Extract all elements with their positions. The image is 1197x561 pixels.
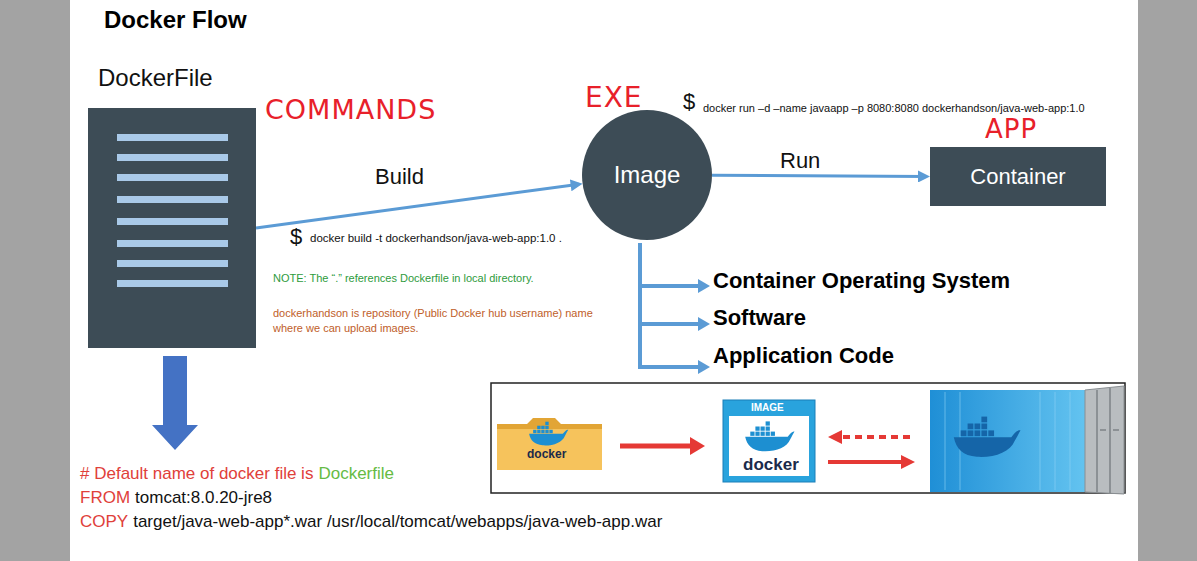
red-arrow xyxy=(690,437,705,455)
container-icon xyxy=(930,390,1085,492)
image-part: Software xyxy=(713,307,806,329)
folder-icon xyxy=(497,418,602,470)
handwritten-note: APP xyxy=(985,116,1037,142)
dashed-red-arrow xyxy=(828,430,910,444)
folder-icon xyxy=(497,418,602,470)
solid-red-arrow xyxy=(901,455,915,469)
command-text: docker run –d –name javaapp –p 8080:8080… xyxy=(703,103,1085,114)
code-text: tomcat:8.0.20-jre8 xyxy=(135,489,272,506)
prompt-symbol: $ xyxy=(290,226,302,248)
bracket-arrows xyxy=(698,360,710,374)
diagram-title: Docker Flow xyxy=(104,8,247,32)
stripe xyxy=(117,280,228,287)
code-text: target/java-web-app*.war /usr/local/tomc… xyxy=(133,513,662,530)
icon-text: IMAGE xyxy=(751,403,784,413)
solid-red-arrow xyxy=(828,460,903,464)
bracket-arrows xyxy=(698,279,710,293)
circle-shape xyxy=(582,110,712,240)
dockerfile-box: DockerFile xyxy=(88,108,256,348)
image-icon xyxy=(745,421,794,451)
container-icon xyxy=(930,386,1124,494)
stripe xyxy=(117,260,228,267)
image-part: Container Operating System xyxy=(713,270,1010,292)
bracket-arrows xyxy=(640,243,700,367)
flow-arrow xyxy=(712,175,926,176)
code-comment: # Default name of docker file is xyxy=(80,465,313,482)
stripe-lines xyxy=(88,108,256,348)
stripe xyxy=(117,134,228,141)
note-text: dockerhandson is repository (Public Dock… xyxy=(273,306,608,337)
bracket-arrows xyxy=(698,317,710,331)
dashed-red-arrow xyxy=(828,430,842,444)
stripe xyxy=(117,196,228,203)
node-label: Container xyxy=(970,166,1065,188)
prompt-symbol: $ xyxy=(683,91,695,113)
illustration-frame xyxy=(491,383,1125,493)
container-icon xyxy=(1085,386,1124,494)
stripe xyxy=(117,218,228,225)
edge-label: Build xyxy=(373,166,426,188)
edge-label: Run xyxy=(778,150,822,172)
stripe xyxy=(117,240,228,247)
flow-arrow xyxy=(256,184,579,228)
handwritten-note: COMMANDS xyxy=(265,96,436,123)
bracket-arrows xyxy=(640,243,710,374)
icon-text: docker xyxy=(743,456,799,473)
image-icon xyxy=(723,400,815,482)
container-icon xyxy=(945,392,1070,490)
dashed-red-arrow xyxy=(840,435,910,439)
image-icon xyxy=(729,416,809,476)
node-heading: DockerFile xyxy=(98,66,213,90)
down-arrow xyxy=(152,356,198,450)
image-icon xyxy=(723,400,815,482)
solid-red-arrow xyxy=(828,455,915,469)
image-circle: Image xyxy=(582,110,712,240)
image-part: Application Code xyxy=(713,345,894,367)
container-box: Container xyxy=(930,147,1106,206)
note-text: NOTE: The “.” references Dockerfile in l… xyxy=(273,273,534,284)
node-label: Image xyxy=(614,163,681,187)
container-icon xyxy=(1097,388,1119,493)
folder-icon xyxy=(529,422,568,446)
code-comment: Dockerfile xyxy=(318,465,394,482)
stripe xyxy=(117,174,228,181)
handwritten-note: EXE xyxy=(585,84,643,112)
code-keyword: FROM xyxy=(80,489,130,506)
command-text: docker build -t dockerhandson/java-web-a… xyxy=(310,233,562,245)
container-icon xyxy=(954,417,1021,457)
code-keyword: COPY xyxy=(80,513,128,530)
red-arrow xyxy=(620,437,705,455)
red-arrow xyxy=(620,444,692,449)
stripe xyxy=(117,154,228,161)
icon-text: docker xyxy=(527,448,566,460)
